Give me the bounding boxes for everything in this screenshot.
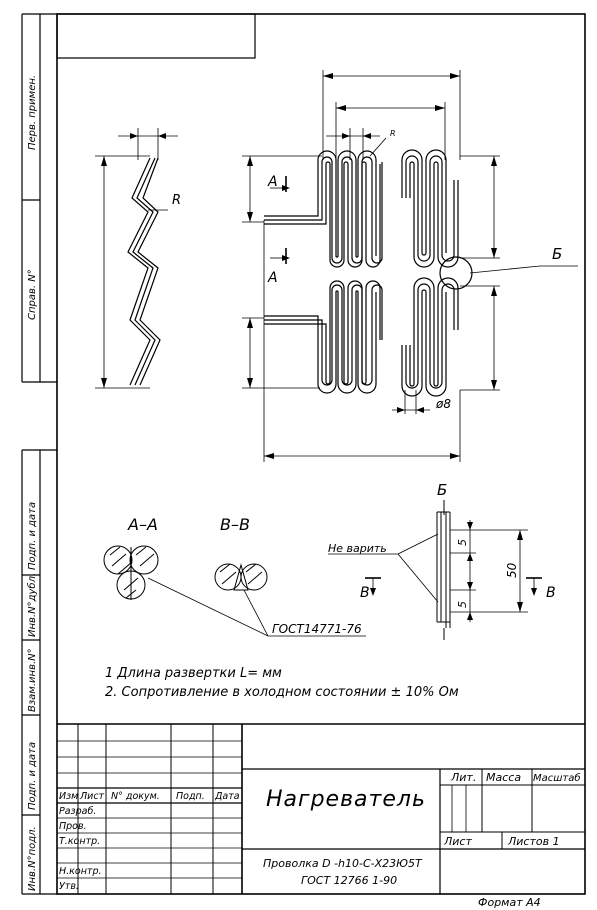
podp-i-data-top-label: Подп. и дата	[27, 502, 38, 570]
tb-list: Лист	[443, 835, 472, 848]
gost-leader	[147, 577, 366, 637]
title-block	[57, 723, 585, 894]
drawing-frame	[21, 13, 586, 895]
side-view	[95, 128, 178, 389]
section-bb-drawing	[214, 563, 268, 591]
tb-col-doc: N° докум.	[111, 791, 160, 802]
tb-lit: Лит.	[450, 771, 476, 784]
note-1: 1 Длина развертки L= мм	[105, 666, 282, 681]
tb-col-izm: Изм	[59, 791, 78, 802]
inv-dubl-label: Инв.N°дубл.	[26, 573, 38, 637]
diameter-label: ø8	[435, 397, 451, 411]
vzam-inv-label: Взам.инв.N°	[27, 648, 38, 712]
dim-5-bottom: 5	[456, 601, 469, 608]
tb-col-podp: Подп.	[176, 791, 205, 802]
inv-podl-label: Инв.N°подл.	[27, 826, 38, 891]
gost-wire-label: ГОСТ14771-76	[272, 622, 362, 636]
tb-col-data: Дата	[214, 791, 240, 802]
tb-row-utv: Утв.	[59, 881, 79, 892]
dim-50: 50	[505, 562, 519, 578]
tb-material-line1: Проволка D -h10-С-Х23Ю5Т	[263, 857, 423, 870]
front-view	[264, 149, 578, 397]
tb-row-prov: Пров.	[59, 821, 87, 832]
sprav-no-label: Справ. N°	[27, 269, 38, 320]
section-a-bottom-marker: А	[267, 270, 278, 286]
tb-material-line2: ГОСТ 12766 1-90	[301, 874, 397, 887]
section-a-top-marker: А	[267, 174, 278, 190]
detail-b-callout: Б	[552, 245, 562, 263]
tb-row-razrab: Разраб.	[59, 806, 96, 817]
detail-b-title: Б	[437, 481, 447, 499]
perv-primen-label: Перв. примен.	[27, 75, 38, 150]
section-aa-drawing	[103, 545, 159, 600]
section-bb-title: В–В	[220, 515, 250, 534]
tb-row-tkontr: Т.контр.	[59, 836, 100, 847]
tb-masshtab: Масштаб	[533, 772, 581, 784]
tb-product-name: Нагреватель	[266, 787, 426, 812]
front-view-dimensions	[242, 70, 500, 462]
tb-col-list: Лист	[79, 791, 105, 802]
section-aa-title: А–А	[127, 515, 158, 534]
side-labels: Перв. примен. Справ. N° Подп. и дата Инв…	[26, 75, 38, 891]
tb-listov: Листов 1	[507, 835, 560, 848]
section-b-right-marker: В	[546, 585, 556, 601]
podp-i-data-bottom-label: Подп. и дата	[27, 742, 38, 810]
section-b-left-marker: В	[360, 585, 370, 601]
small-radius-label: R	[390, 129, 396, 138]
radius-label: R	[172, 193, 181, 208]
dim-5-top: 5	[456, 539, 469, 546]
note-2: 2. Сопротивление в холодном состоянии ± …	[105, 685, 459, 700]
detail-b-drawing	[328, 500, 542, 640]
format-label: Формат А4	[478, 896, 541, 909]
tb-row-nkontr: Н.контр.	[59, 866, 102, 877]
ne-varit-label: Не варить	[328, 542, 387, 555]
tb-massa: Масса	[486, 771, 521, 784]
